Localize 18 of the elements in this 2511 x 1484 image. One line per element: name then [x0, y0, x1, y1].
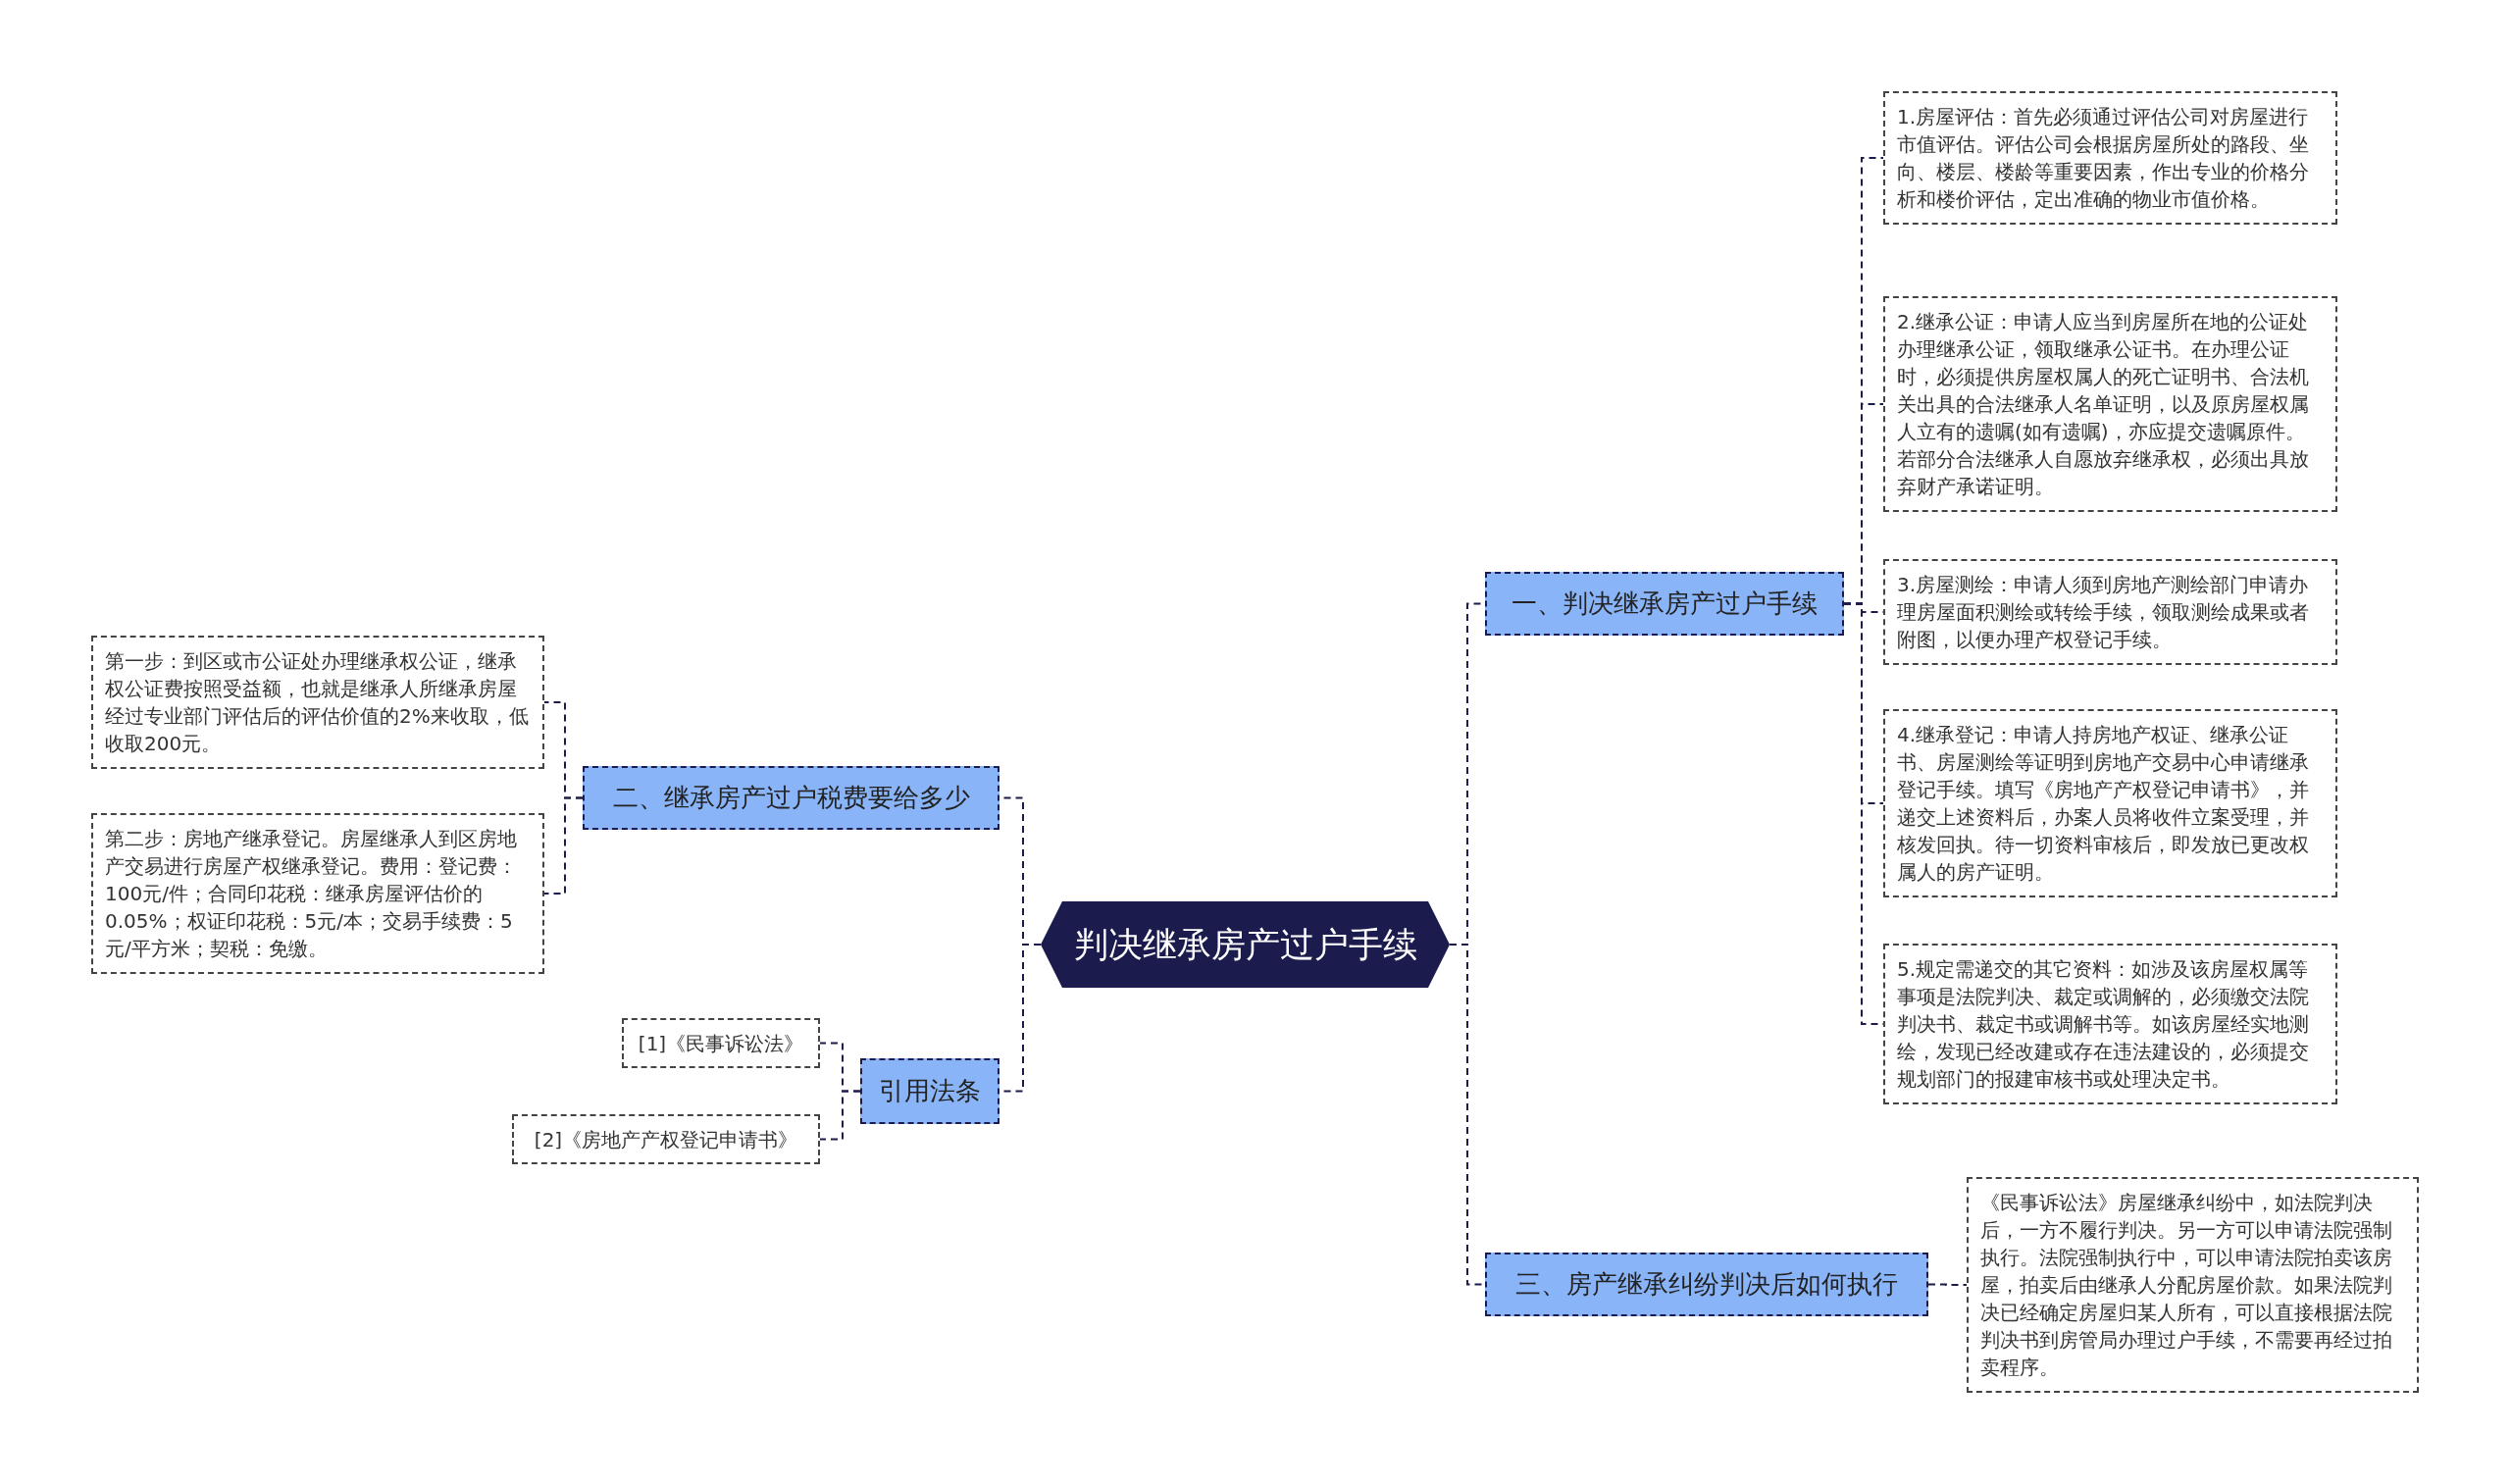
note-box: 第二步：房地产继承登记。房屋继承人到区房地产交易进行房屋产权继承登记。费用：登记费：100元/件；合同印花税：继承房屋评估价的0.05%；权证印花税：5元/本；交易手续费：5元/平方米；契税：免缴。	[91, 813, 544, 974]
connector-line	[1927, 1283, 1968, 1286]
central-topic: 判决继承房产过户手续	[1041, 901, 1450, 988]
note-box: [2]《房地产产权登记申请书》	[512, 1114, 820, 1164]
note-box: 4.继承登记：申请人持房地产权证、继承公证书、房屋测绘等证明到房地产交易中心申请继承登记手续。填写《房地产产权登记申请书》，并递交上述资料后，办案人员将收件立案受理，并核发回执。待一切资料审核后，即发放已更改权属人的房产证明。	[1883, 709, 2337, 897]
topic-box: 二、继承房产过户税费要给多少	[583, 766, 999, 830]
note-box: [1]《民事诉讼法》	[622, 1018, 820, 1068]
note-box: 第一步：到区或市公证处办理继承权公证，继承权公证费按照受益额，也就是继承人所继承房屋经过专业部门评估后的评估价值的2%来收取，低收取200元。	[91, 636, 544, 769]
note-box: 1.房屋评估：首先必须通过评估公司对房屋进行市值评估。评估公司会根据房屋所处的路段、坐向、楼层、楼龄等重要因素，作出专业的价格分析和楼价评估，定出准确的物业市值价格。	[1883, 91, 2337, 225]
topic-box: 三、房产继承纠纷判决后如何执行	[1485, 1253, 1928, 1316]
note-box: 2.继承公证：申请人应当到房屋所在地的公证处办理继承公证，领取继承公证书。在办理公证时，必须提供房屋权属人的死亡证明书、合法机关出具的合法继承人名单证明，以及原房屋权属人立有的遗嘱(如有遗嘱)，亦应提交遗嘱原件。若部分合法继承人自愿放弃继承权，必须出具放弃财产承诺证明。	[1883, 296, 2337, 512]
topic-box: 引用法条	[860, 1058, 999, 1124]
note-box: 3.房屋测绘：申请人须到房地产测绘部门申请办理房屋面积测绘或转绘手续，领取测绘成果或者附图，以便办理产权登记手续。	[1883, 559, 2337, 665]
topic-box: 一、判决继承房产过户手续	[1485, 572, 1844, 636]
note-box: 5.规定需递交的其它资料：如涉及该房屋权属等事项是法院判决、裁定或调解的，必须缴交法院判决书、裁定书或调解书等。如该房屋经实地测绘，发现已经改建或存在违法建设的，必须提交规划部门的报建审核书或处理决定书。	[1883, 944, 2337, 1104]
note-box: 《民事诉讼法》房屋继承纠纷中，如法院判决后，一方不履行判决。另一方可以申请法院强制执行。法院强制执行中，可以申请法院拍卖该房屋，拍卖后由继承人分配房屋价款。如果法院判决已经确定房屋归某人所有，可以直接根据法院判决书到房管局办理过户手续，不需要再经过拍卖程序。	[1967, 1177, 2419, 1393]
connector-line	[819, 1090, 861, 1141]
connector-line	[543, 796, 584, 895]
